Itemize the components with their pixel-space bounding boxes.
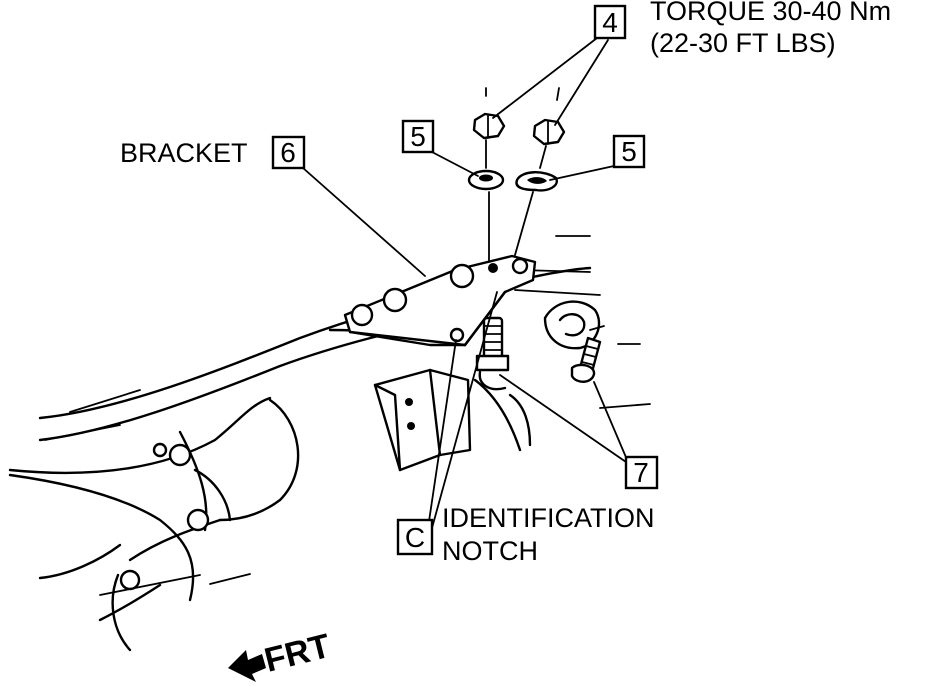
washer-right [515,171,558,192]
frame-rail [8,235,651,652]
identification-notch-line-2: NOTCH [442,536,538,566]
leader-lines [302,37,629,529]
callout-5-right-label: 5 [621,136,637,167]
callout-4-label: 4 [602,7,618,38]
isolator [543,300,605,350]
callout-7: 7 [624,455,659,490]
callout-6-label: 6 [280,137,296,168]
bolt-7-center [475,316,510,391]
callout-c: C [396,518,434,556]
callout-4: 4 [593,4,627,40]
callout-5-left: 5 [401,119,435,154]
front-label: FRT [261,627,335,680]
nut-right [532,118,566,146]
callout-c-label: C [405,522,425,553]
nut-left [472,112,506,140]
torque-spec-line-2: (22-30 FT LBS) [650,28,836,58]
front-indicator: FRT [228,627,334,682]
torque-spec-line-1: TORQUE 30-40 Nm [650,0,891,26]
callout-5-right: 5 [612,134,646,169]
bracket-label: BRACKET [120,138,248,168]
bolt-7-right [570,336,602,383]
bracket [343,254,537,347]
callout-7-label: 7 [633,457,649,488]
callout-5-left-label: 5 [410,121,426,152]
identification-notch-line-1: IDENTIFICATION [442,503,655,533]
mount-box [373,368,532,472]
callout-6: 6 [271,135,306,170]
assembly-line-right [514,87,560,256]
arrow-left-down-icon [228,650,266,682]
assembly-line-left [485,87,490,263]
